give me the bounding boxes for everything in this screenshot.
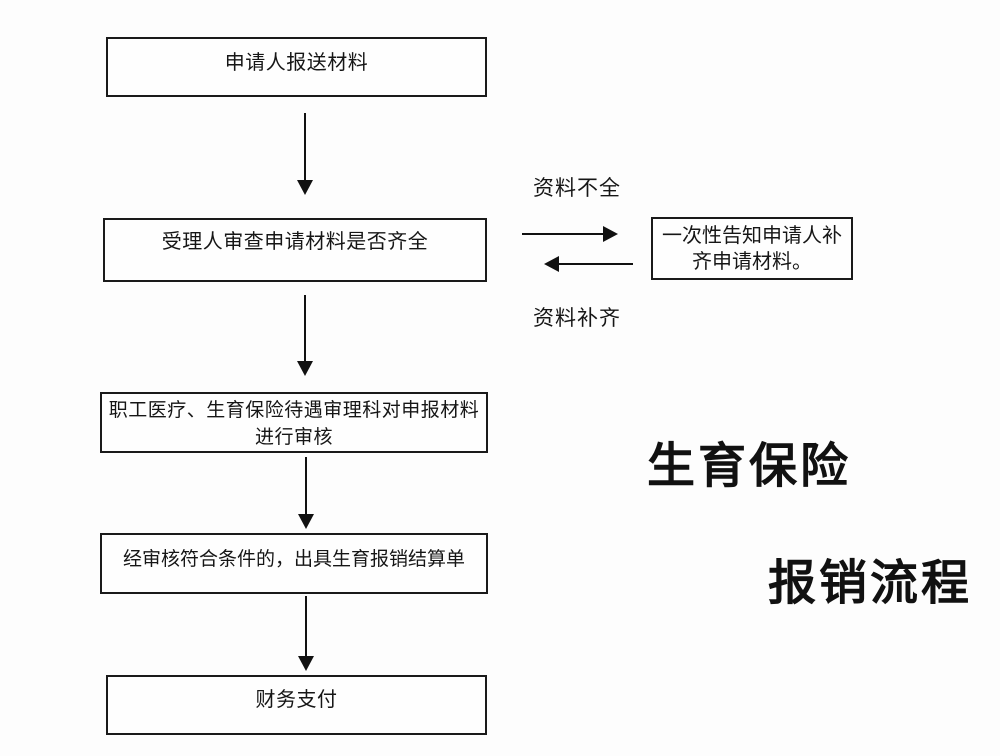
label-materials-completed: 资料补齐 <box>533 307 621 330</box>
arrow-step3-to-step4 <box>298 457 314 529</box>
flow-step-issue-settlement-slip: 经审核符合条件的，出具生育报销结算单 <box>100 533 488 594</box>
arrow-step1-to-step2 <box>297 113 313 195</box>
page-title-line1: 生育保险 <box>647 440 852 493</box>
flow-step-check-completeness: 受理人审查申请材料是否齐全 <box>103 218 487 282</box>
flow-side-notify-applicant: 一次性告知申请人补齐申请材料。 <box>651 217 853 280</box>
flow-step-review-section-audit: 职工医疗、生育保险待遇审理科对申报材料进行审核 <box>100 392 488 453</box>
arrow-from-side-box <box>544 256 633 272</box>
arrow-to-side-box <box>522 226 618 242</box>
flow-step-finance-payment: 财务支付 <box>106 675 487 735</box>
flow-step-submit-materials: 申请人报送材料 <box>106 37 487 97</box>
label-materials-incomplete: 资料不全 <box>533 177 621 200</box>
page-title-line2: 报销流程 <box>768 557 973 610</box>
arrow-step2-to-step3 <box>297 295 313 376</box>
arrow-step4-to-step5 <box>298 596 314 671</box>
